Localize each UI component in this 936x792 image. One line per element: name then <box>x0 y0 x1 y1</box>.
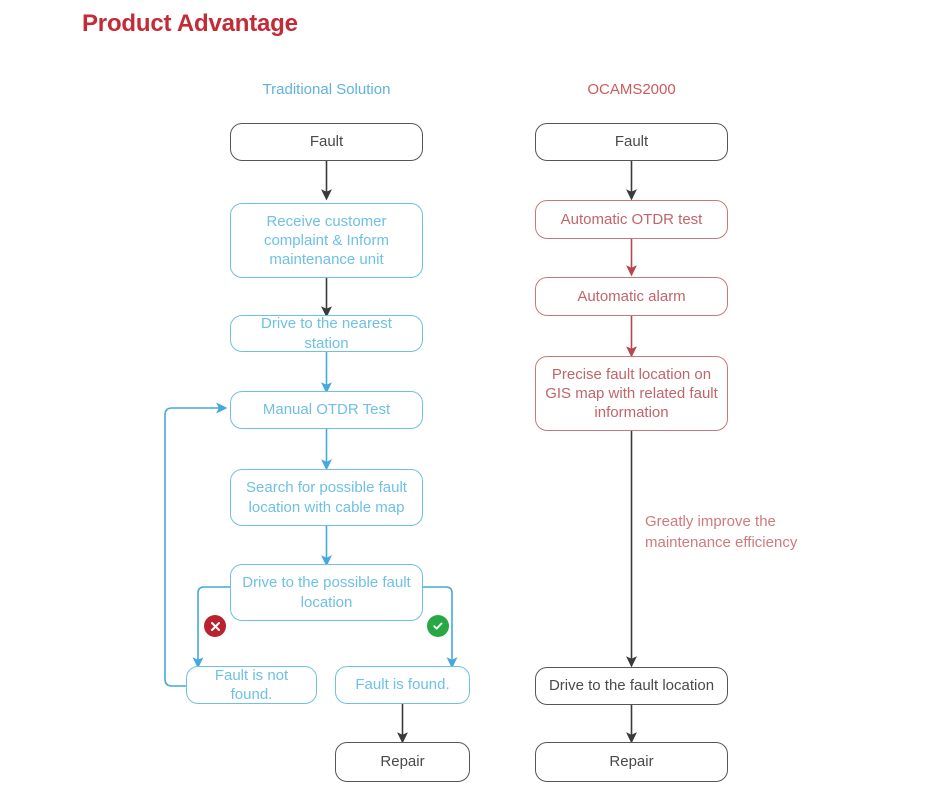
node-left-receive-complaint[interactable]: Receive customer complaint & Inform main… <box>230 203 423 278</box>
efficiency-annotation: Greatly improve the maintenance efficien… <box>645 513 798 552</box>
node-right-automatic-otdr-test[interactable]: Automatic OTDR test <box>535 200 728 239</box>
fail-badge <box>204 615 226 637</box>
node-left-repair[interactable]: Repair <box>335 742 470 782</box>
page-title: Product Advantage <box>82 10 298 37</box>
node-left-fault[interactable]: Fault <box>230 123 423 161</box>
node-left-drive-possible-location[interactable]: Drive to the possible fault location <box>230 564 423 621</box>
node-right-drive-fault-location[interactable]: Drive to the fault location <box>535 667 728 705</box>
node-right-fault[interactable]: Fault <box>535 123 728 161</box>
node-left-fault-found[interactable]: Fault is found. <box>335 666 470 704</box>
cross-icon <box>210 621 220 631</box>
node-right-repair[interactable]: Repair <box>535 742 728 782</box>
column-header-traditional: Traditional Solution <box>262 81 391 98</box>
node-right-precise-fault-location[interactable]: Precise fault location on GIS map with r… <box>535 356 728 431</box>
column-header-ocams: OCAMS2000 <box>587 81 676 98</box>
pass-badge <box>427 615 449 637</box>
check-icon <box>433 622 443 630</box>
node-left-manual-otdr-test[interactable]: Manual OTDR Test <box>230 391 423 429</box>
node-left-drive-nearest-station[interactable]: Drive to the nearest station <box>230 315 423 352</box>
node-left-fault-not-found[interactable]: Fault is not found. <box>186 666 317 704</box>
node-right-automatic-alarm[interactable]: Automatic alarm <box>535 277 728 316</box>
connector-notfound-loopback-to-manualotdr <box>164 402 228 687</box>
node-left-search-fault-location[interactable]: Search for possible fault location with … <box>230 469 423 526</box>
